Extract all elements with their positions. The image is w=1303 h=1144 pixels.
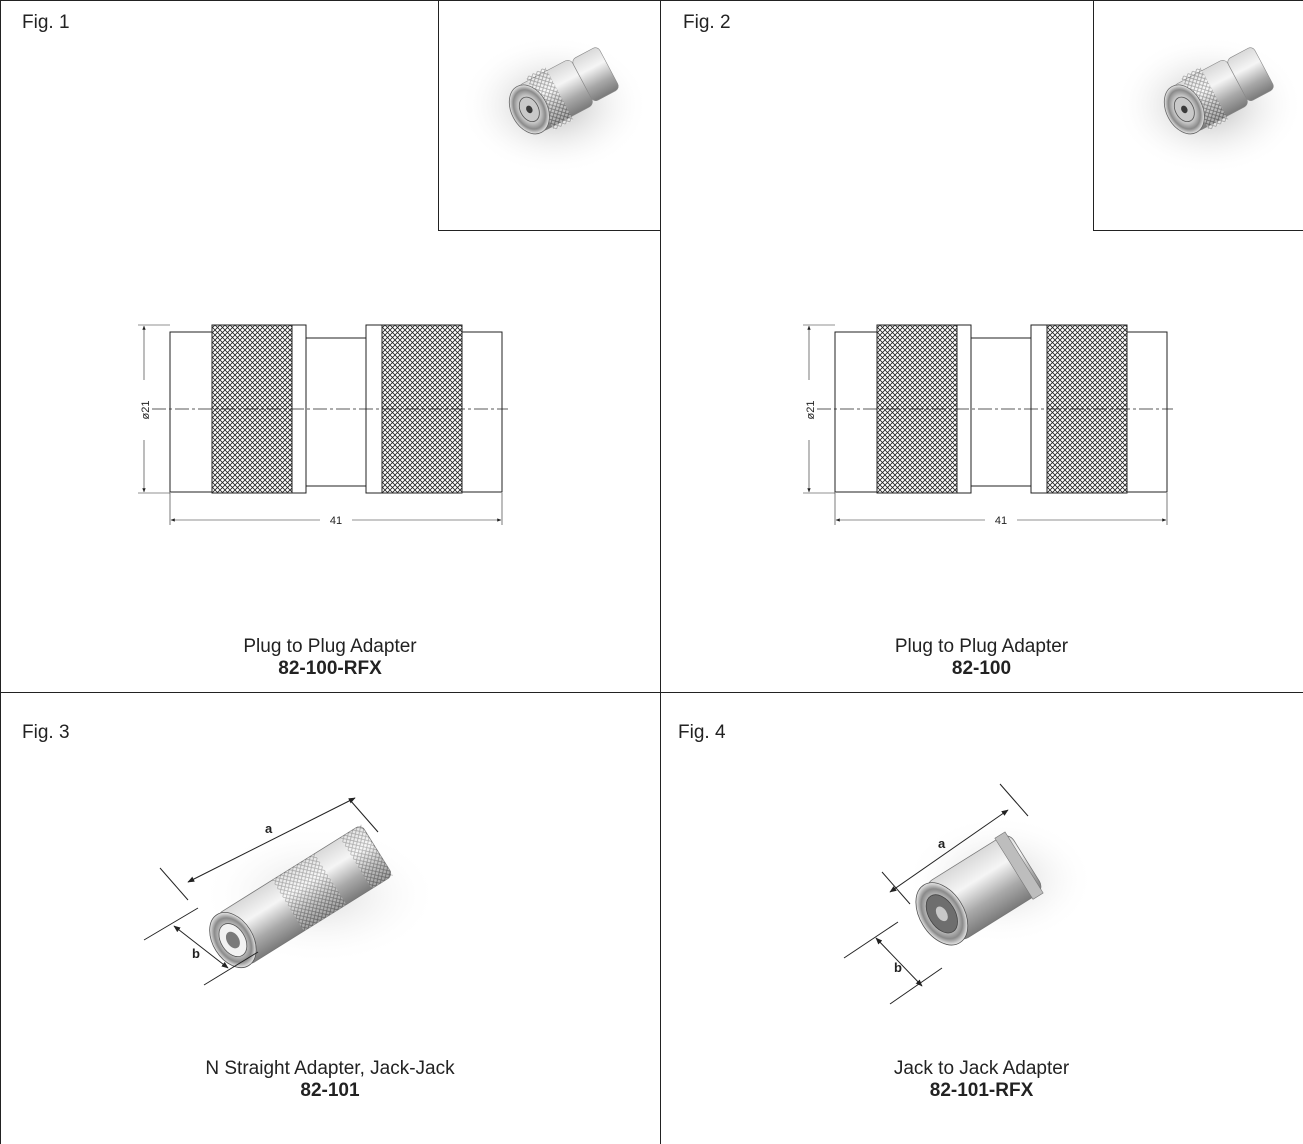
figure-1-photo-inset xyxy=(438,0,661,231)
sheet-border-left xyxy=(0,0,1,1144)
figure-4-caption: Jack to Jack Adapter 82-101-RFX xyxy=(660,1058,1303,1102)
figure-1-photo xyxy=(459,35,649,175)
figure-2-title: Plug to Plug Adapter xyxy=(894,636,1069,657)
figure-1-part-number: 82-100-RFX xyxy=(278,658,382,679)
figure-1-drawing: ø21 41 xyxy=(138,324,508,527)
figure-4-part-number: 82-101-RFX xyxy=(929,1080,1034,1101)
figure-2-caption: Plug to Plug Adapter 82-100 xyxy=(660,636,1303,680)
figure-1-caption: Plug to Plug Adapter 82-100-RFX xyxy=(0,636,660,680)
figure-4-dim-a: a xyxy=(938,836,946,851)
figure-1-dim-diameter: ø21 xyxy=(140,401,152,420)
figure-4-dim-b: b xyxy=(894,960,902,975)
figure-2-photo xyxy=(1114,35,1303,175)
figure-4-label: Fig. 4 xyxy=(678,722,726,743)
figure-1-dim-length: 41 xyxy=(330,515,342,527)
figure-3-label: Fig. 3 xyxy=(22,722,70,743)
figure-3-dim-a: a xyxy=(265,821,273,836)
figure-3-caption: N Straight Adapter, Jack-Jack 82-101 xyxy=(0,1058,660,1102)
grid-divider-horizontal xyxy=(0,692,1303,693)
figure-3-title: N Straight Adapter, Jack-Jack xyxy=(205,1058,455,1079)
sheet-border-top xyxy=(0,0,1303,1)
figure-2-dim-length: 41 xyxy=(995,515,1007,527)
figure-3-drawing: a b xyxy=(143,797,440,986)
figure-2-dim-diameter: ø21 xyxy=(805,401,817,420)
figure-2-drawing: ø21 41 xyxy=(803,324,1173,527)
grid-divider-vertical xyxy=(660,0,661,1144)
figure-4-title: Jack to Jack Adapter xyxy=(893,1058,1070,1079)
figure-2-part-number: 82-100 xyxy=(951,658,1012,679)
figure-3-dim-b: b xyxy=(192,946,200,961)
figure-2-label: Fig. 2 xyxy=(683,12,731,33)
figure-3-part-number: 82-101 xyxy=(300,1080,360,1101)
figure-4-drawing: a b xyxy=(843,783,1095,1005)
figure-1-label: Fig. 1 xyxy=(22,12,70,33)
figure-2-photo-inset xyxy=(1093,0,1303,231)
figure-1-title: Plug to Plug Adapter xyxy=(243,636,417,657)
